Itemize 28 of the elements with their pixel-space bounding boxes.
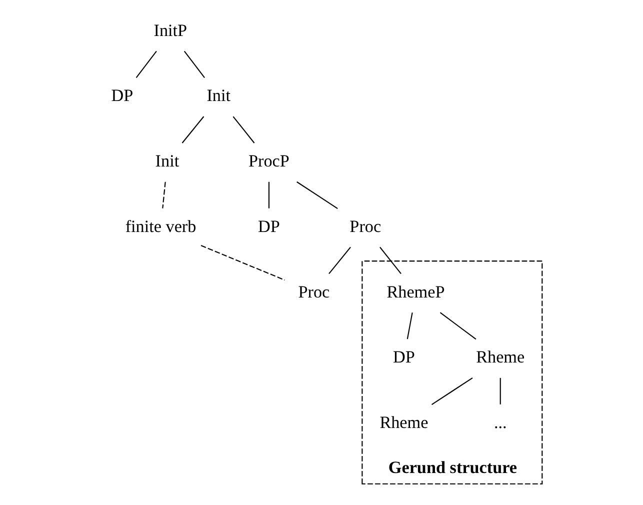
node-text: InitP — [153, 20, 187, 40]
connector — [135, 50, 156, 78]
connector — [183, 50, 204, 78]
connector — [268, 182, 269, 208]
connector — [162, 182, 166, 208]
connector — [406, 312, 412, 340]
connector — [296, 181, 338, 209]
connector — [430, 377, 472, 406]
node-text: ... — [493, 412, 506, 432]
node-text: DP — [110, 86, 133, 106]
node-text: RhemeP — [386, 282, 444, 302]
connector — [232, 116, 254, 144]
connector — [200, 245, 284, 281]
node-text: Init — [206, 86, 230, 106]
node-text: Init — [154, 152, 179, 171]
node-text: ProcP — [248, 152, 289, 171]
connector — [439, 312, 476, 340]
node-text: Proc — [298, 282, 330, 302]
node-text: DP — [258, 216, 280, 236]
node-text: finite verb — [124, 216, 196, 236]
connector — [379, 246, 401, 274]
node-text: DP — [392, 348, 414, 367]
connector — [328, 246, 350, 274]
connector — [181, 116, 204, 144]
node-text: Rheme — [379, 412, 428, 432]
node-text: Rheme — [476, 348, 524, 367]
node-text: Proc — [349, 216, 381, 236]
connector — [499, 378, 500, 404]
